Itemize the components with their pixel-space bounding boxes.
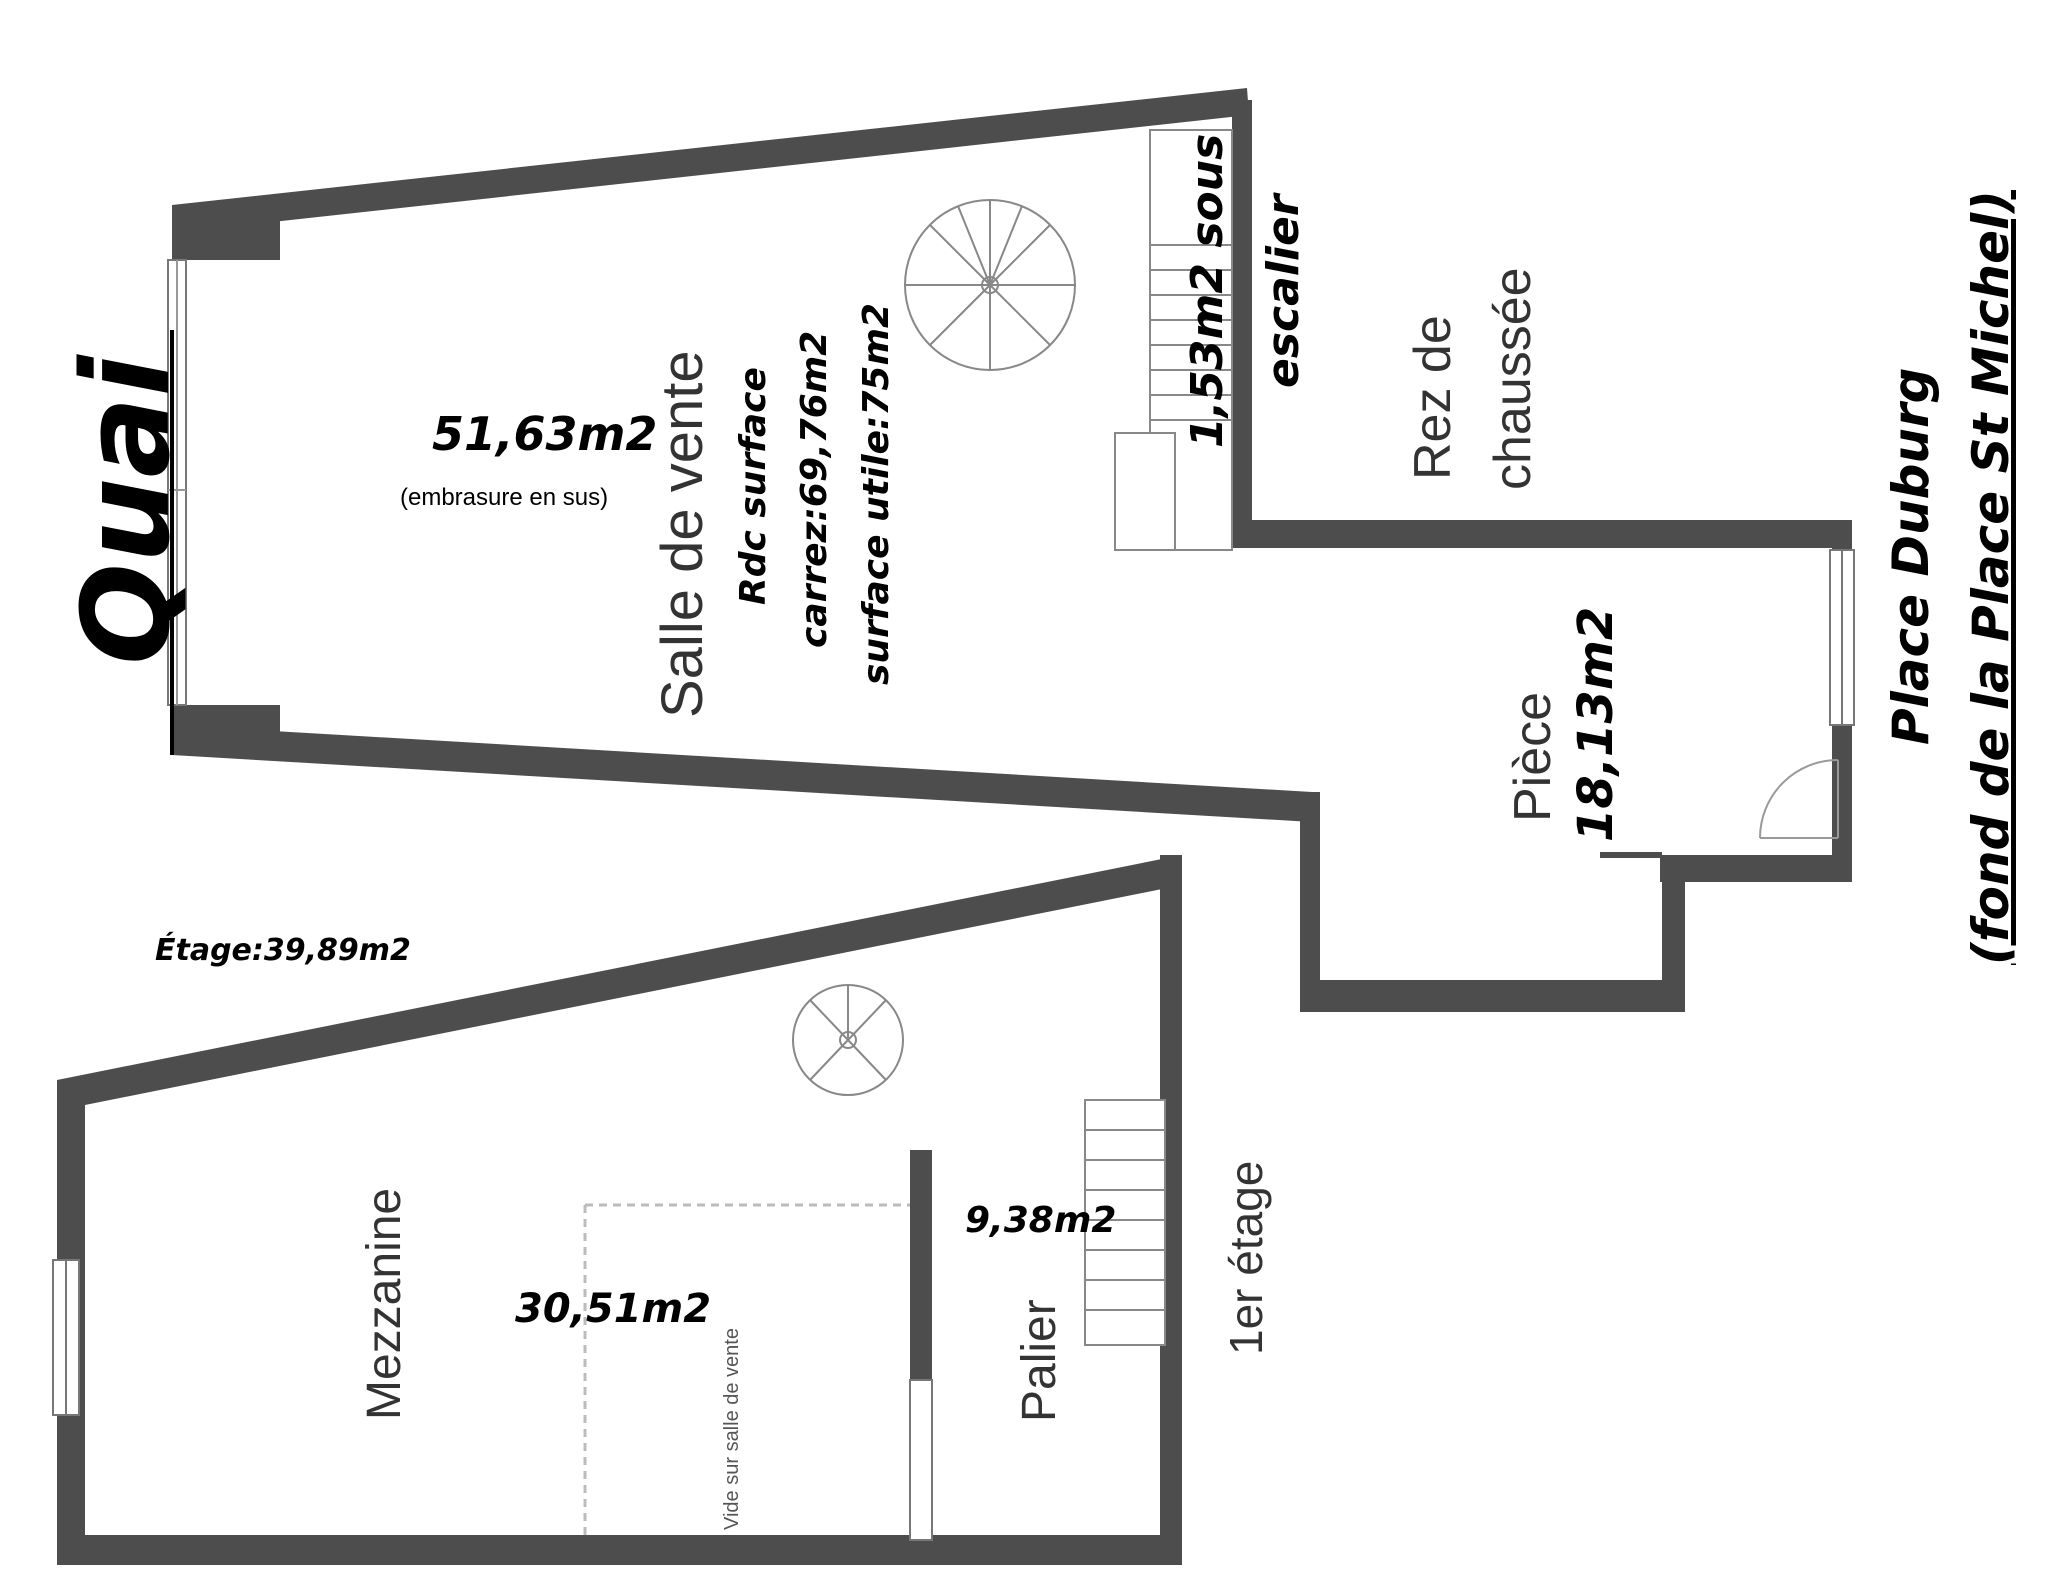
wall-top	[172, 88, 1249, 233]
wall-left-top	[172, 205, 280, 260]
label-sous-escalier-word: escalier	[1258, 192, 1309, 388]
label-area-salle: 51,63m2	[432, 407, 657, 461]
wall-etage-top	[57, 855, 1182, 1110]
label-place-duburg: Place Duburg	[1882, 368, 1940, 745]
label-fond-place: (fond de la Place St Michel)	[1962, 190, 2020, 965]
label-palier: Palier	[1013, 1299, 1066, 1422]
wall-step-vertical-right	[1662, 855, 1685, 1012]
label-mezzanine: Mezzanine	[358, 1188, 411, 1420]
wall-etage-bottom	[57, 1535, 1182, 1565]
label-carrez: carrez:69,76m2	[794, 331, 835, 648]
spiral-stair-ground	[904, 199, 1076, 371]
wall-piece-stub	[1600, 852, 1662, 858]
label-chaussee: chaussée	[1484, 267, 1542, 490]
label-piece: Pièce	[1504, 692, 1562, 822]
label-mezz-area: 30,51m2	[515, 1286, 711, 1332]
label-surface-utile: surface utile:75m2	[856, 303, 897, 685]
void-area	[583, 1203, 910, 1535]
wall-mid-horizontal	[1232, 520, 1852, 548]
piece-door	[1759, 759, 1839, 839]
straight-stair-etage	[1084, 1099, 1166, 1346]
wall-stair-vertical	[1232, 100, 1252, 548]
label-sous-escalier-area: 1,53m2 sous	[1182, 134, 1233, 448]
label-palier-area: 9,38m2	[965, 1200, 1116, 1241]
wall-step-vertical-left	[1300, 792, 1320, 1012]
ground-floor-walls	[172, 88, 1852, 1012]
wall-step-bottom	[1300, 980, 1685, 1012]
piece-window	[1829, 549, 1855, 726]
label-embrasure: (embrasure en sus)	[400, 484, 608, 511]
palier-opening	[909, 1379, 933, 1541]
spiral-stair-etage	[792, 984, 904, 1096]
label-vide: Vide sur salle de vente	[721, 1328, 743, 1530]
wall-palier-divider	[910, 1150, 932, 1380]
label-etage-total: Étage:39,89m2	[155, 932, 411, 968]
label-quai: Quai	[58, 354, 197, 665]
etage-window	[52, 1259, 80, 1416]
label-salle-de-vente: Salle de vente	[650, 350, 715, 718]
wall-etage-right	[1160, 855, 1182, 1565]
label-rdc-surface: Rdc surface	[733, 367, 774, 605]
wall-bottom-slant	[172, 725, 1312, 822]
label-piece-area: 18,13m2	[1568, 607, 1624, 842]
wall-piece-bottom	[1660, 855, 1852, 882]
label-rez-de: Rez de	[1404, 315, 1462, 480]
straight-stair-ground	[1114, 129, 1233, 551]
label-premier-etage: 1er étage	[1220, 1161, 1272, 1355]
